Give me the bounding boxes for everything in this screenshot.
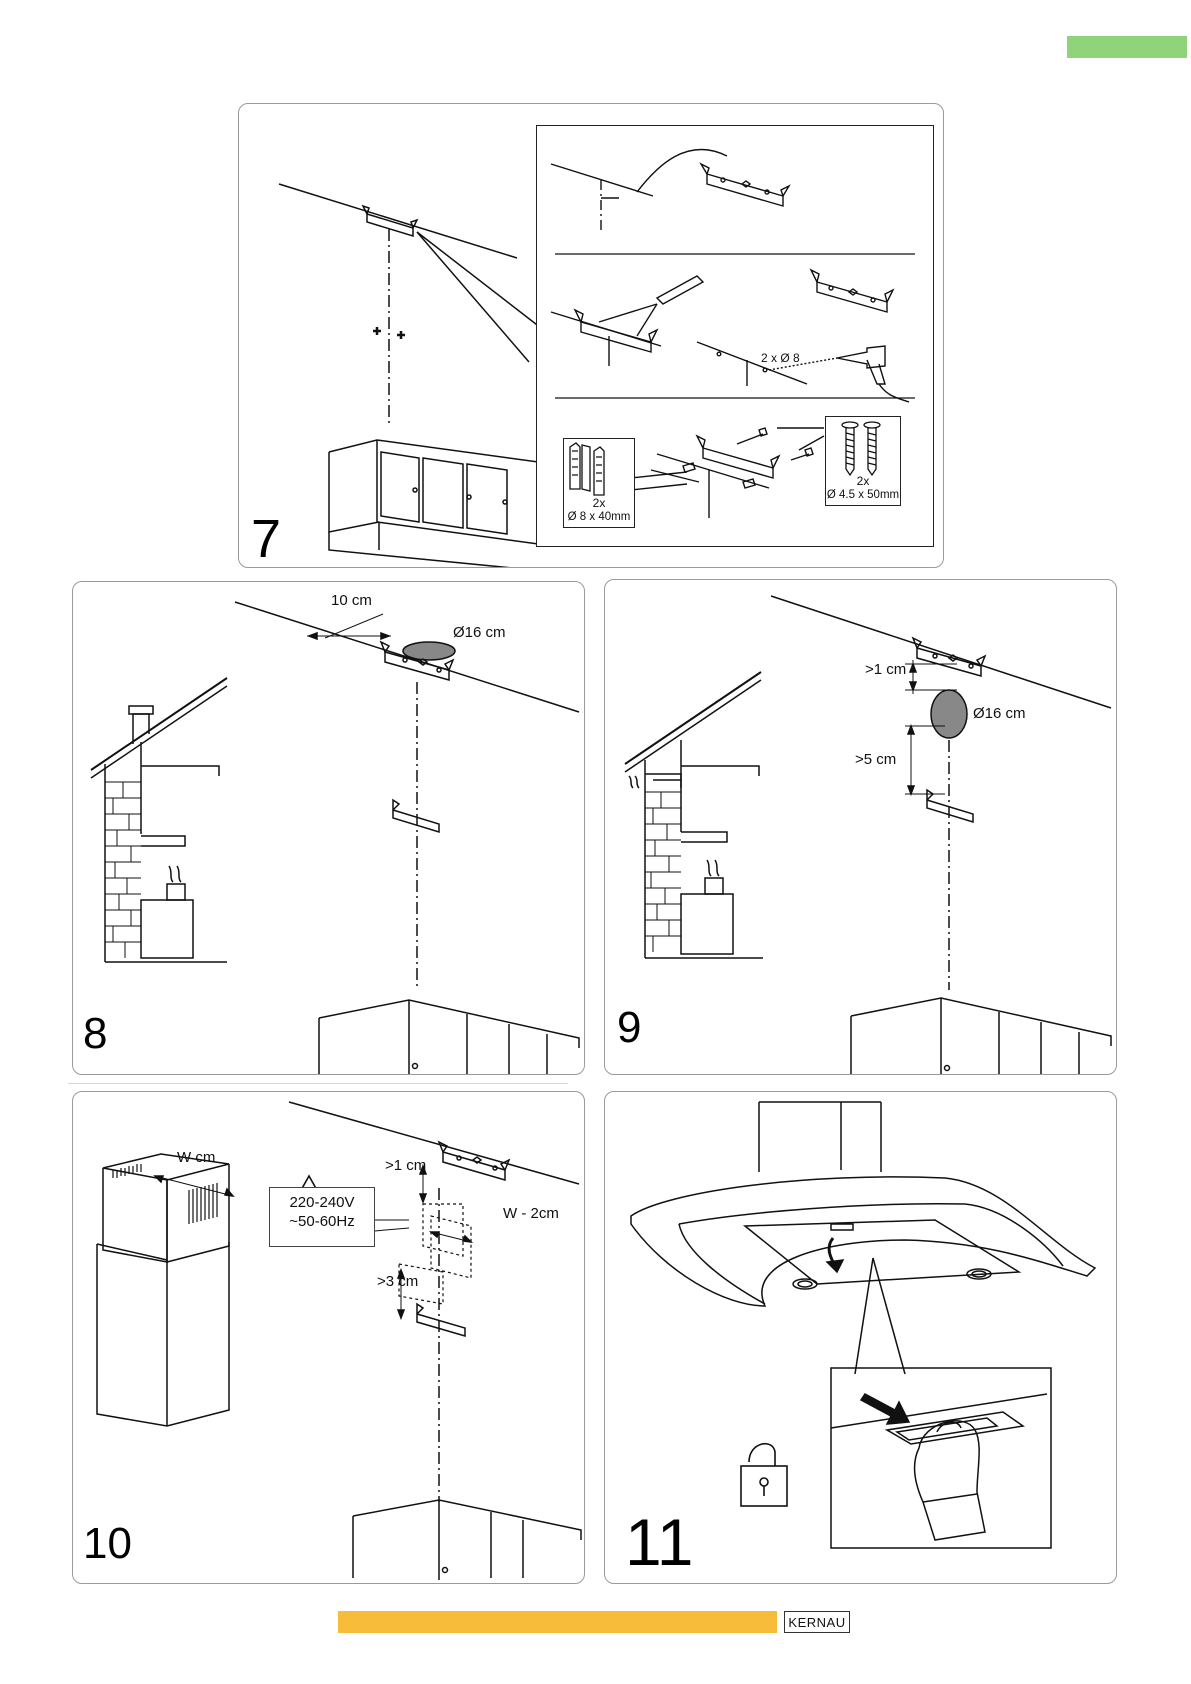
step-8-offset-label: 10 cm: [331, 593, 372, 608]
step-9-hole-label: Ø16 cm: [973, 706, 1026, 721]
voltage-label: 220-240V: [270, 1194, 374, 1213]
dowel-size-label: Ø 8 x 40mm: [560, 511, 638, 524]
step-9-illustration: [605, 580, 1116, 1074]
socket-width-label: W - 2cm: [503, 1206, 559, 1221]
step-8-panel: 10 cm Ø16 cm 8: [72, 581, 585, 1075]
step-10-illustration: [73, 1092, 584, 1583]
footer-bar: [338, 1611, 777, 1633]
dowel-inset-box: 2x Ø 8 x 40mm: [563, 438, 635, 528]
screw-count-label: 2x: [826, 475, 900, 489]
step-9-gap-bottom-label: >5 cm: [855, 752, 896, 767]
frequency-label: ~50-60Hz: [270, 1213, 374, 1232]
step-8-hole-label: Ø16 cm: [453, 625, 506, 640]
screw-size-label: Ø 4.5 x 50mm: [820, 489, 906, 502]
step-9-panel: >1 cm Ø16 cm >5 cm 9: [604, 579, 1117, 1075]
step-8-illustration: [73, 582, 584, 1074]
screw-inset-box: 2x Ø 4.5 x 50mm: [825, 416, 901, 506]
voltage-callout-box: 220-240V ~50-60Hz: [269, 1187, 375, 1247]
brand-logo: KERNAU: [784, 1611, 850, 1633]
step-10-width-label: W cm: [177, 1150, 215, 1165]
step-9-gap-top-label: >1 cm: [865, 662, 906, 677]
step-7-number: 7: [251, 512, 281, 566]
drill-hole-label: 2 x Ø 8: [761, 352, 800, 366]
row-separator: [68, 1083, 568, 1084]
step-11-number: 11: [625, 1509, 694, 1575]
step-11-panel: 11: [604, 1091, 1117, 1584]
step-10-gap-top-label: >1 cm: [385, 1158, 426, 1173]
padlock-open-icon: [741, 1444, 787, 1506]
step-7-panel: 7: [238, 103, 944, 568]
top-accent-bar: [1067, 36, 1187, 58]
step-9-number: 9: [617, 1006, 641, 1050]
step-10-panel: W cm 220-240V ~50-60Hz >1 cm W - 2cm >3 …: [72, 1091, 585, 1584]
step-10-number: 10: [83, 1522, 132, 1566]
step-7-detail-box: 2x Ø 8 x 40mm 2x Ø 4.5 x 50mm 2 x Ø 8: [536, 125, 934, 547]
step-8-number: 8: [83, 1012, 107, 1056]
dowel-count-label: 2x: [564, 497, 634, 511]
step-10-gap-bottom-label: >3 cm: [377, 1274, 418, 1289]
